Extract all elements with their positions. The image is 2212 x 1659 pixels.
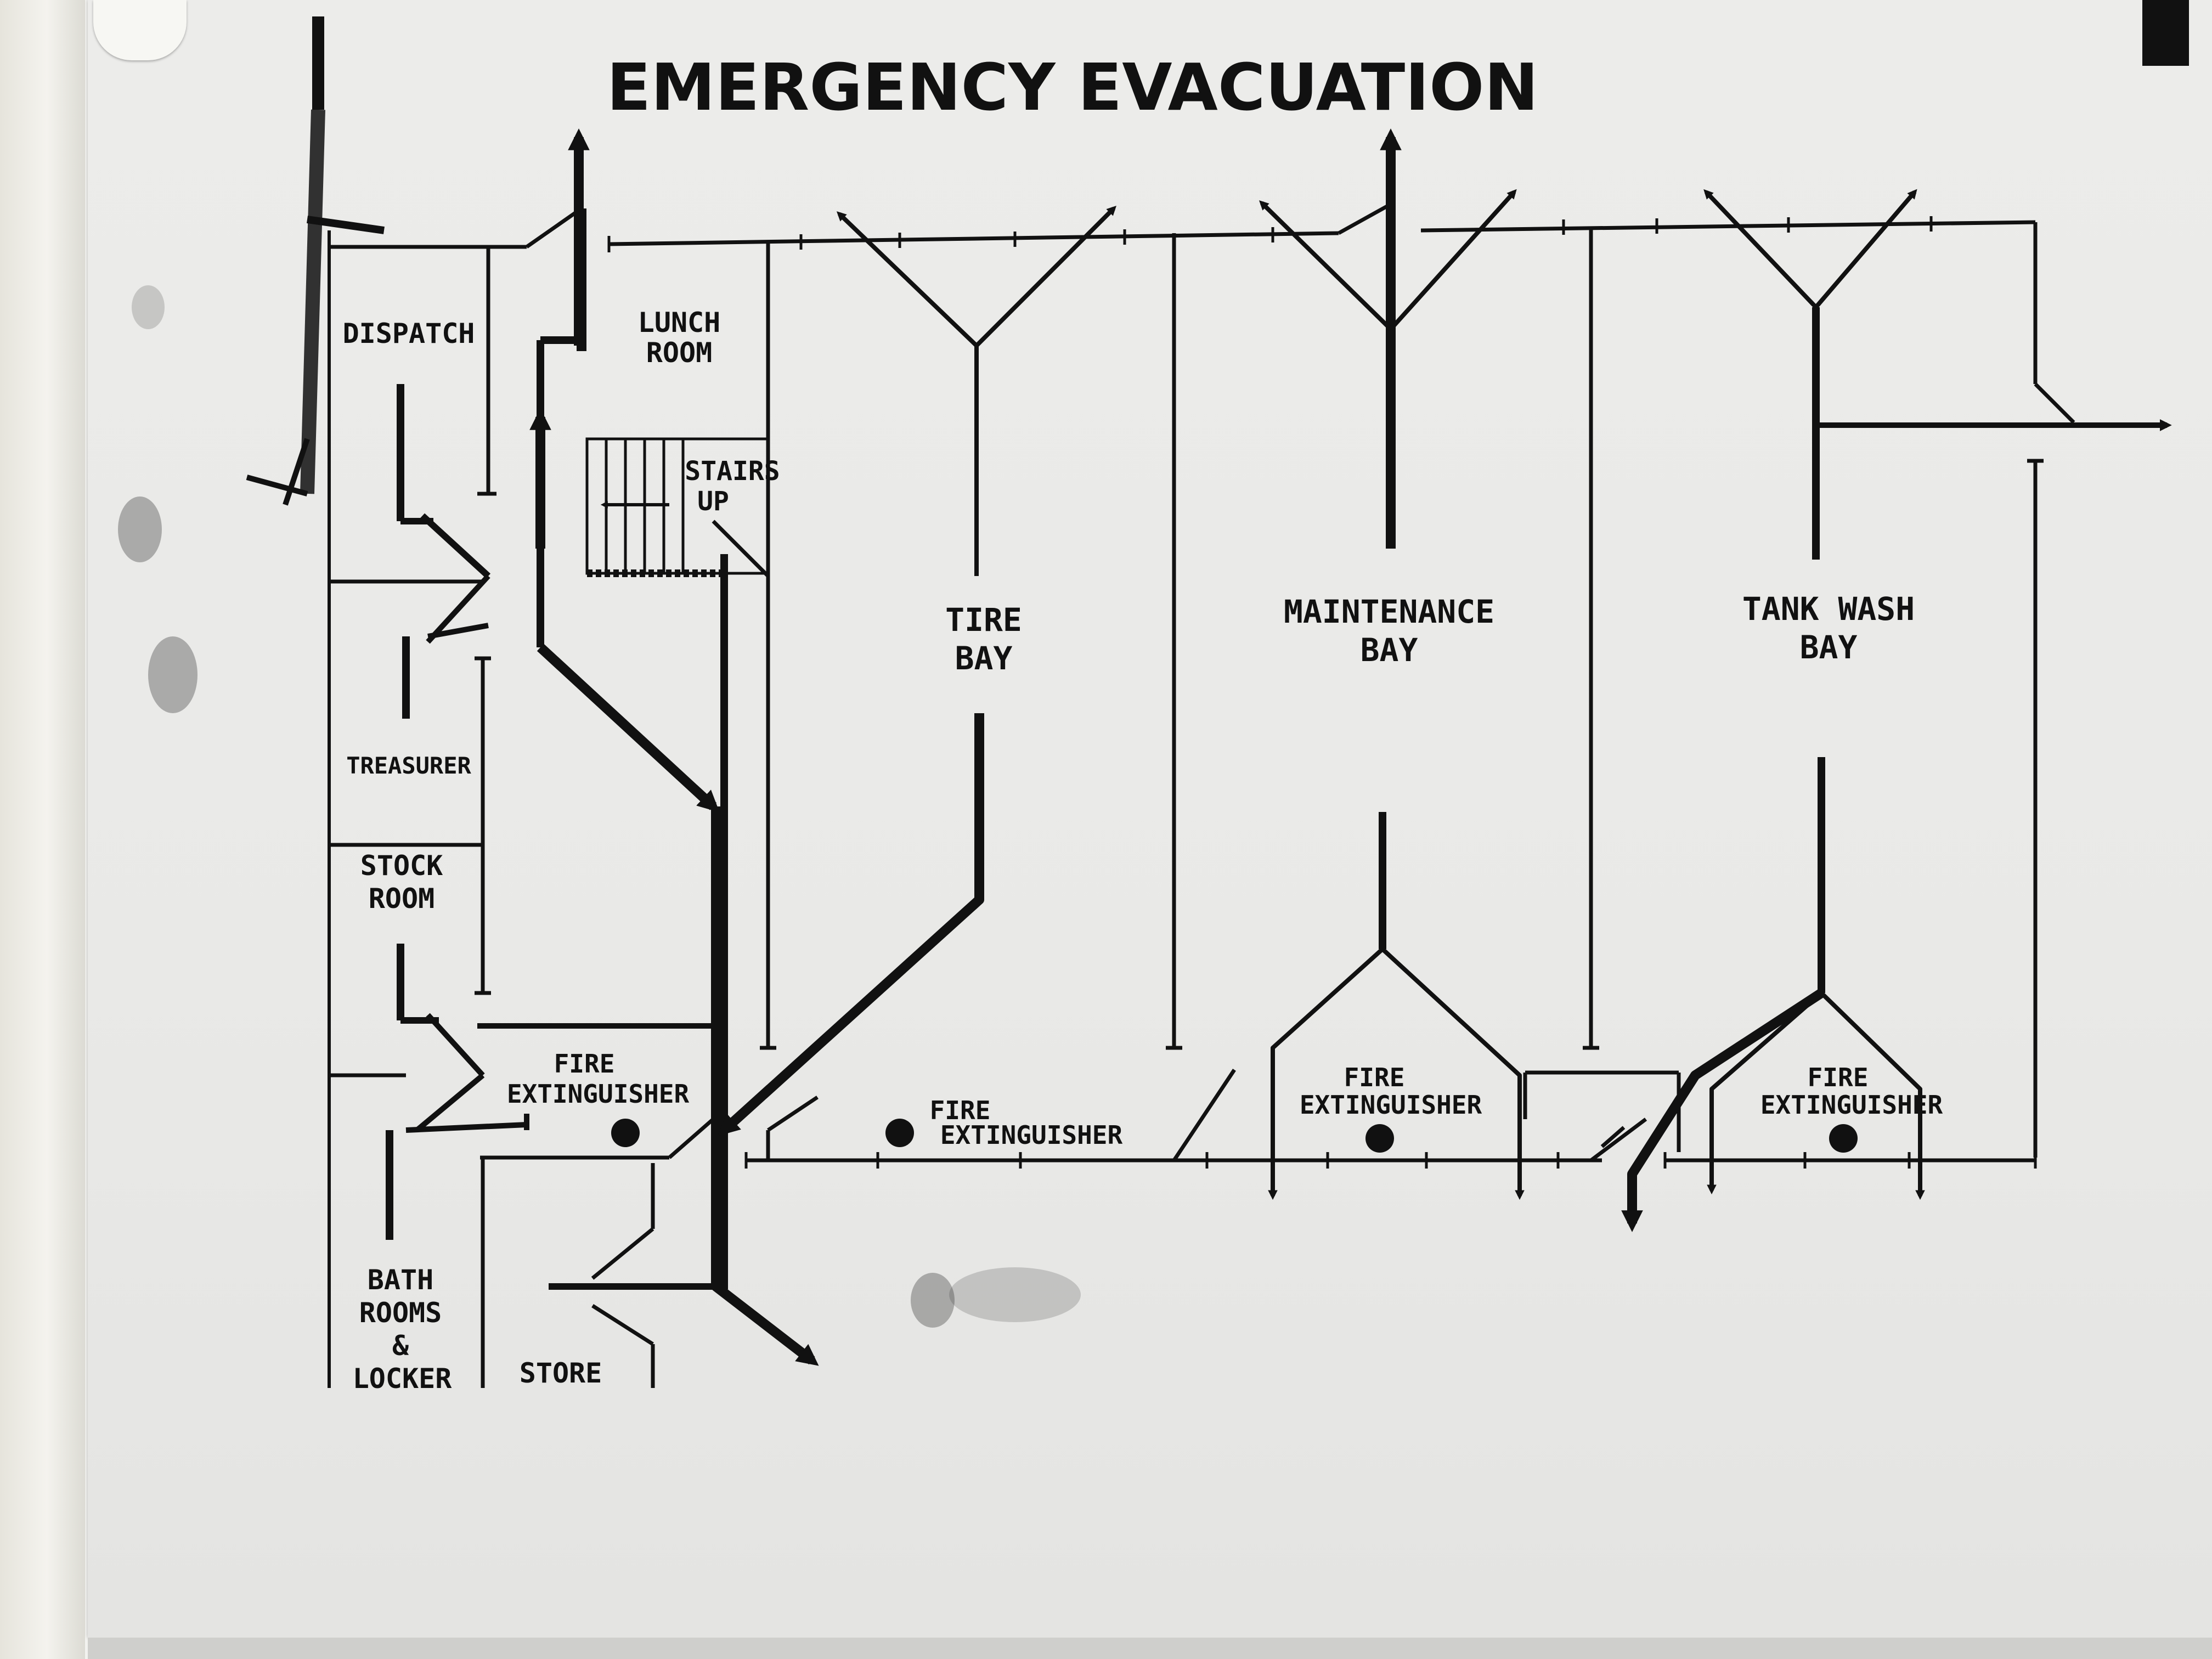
ext2-extinguisher: EXTINGUISHER [940,1120,1123,1150]
top-wall [607,204,2036,252]
left-wall [246,16,385,1388]
label-maint-1: MAINTENANCE [1284,593,1494,630]
ext4-fire: FIRE [1808,1063,1869,1092]
tape-corner [2142,0,2189,66]
label-maint-2: BAY [1361,631,1418,669]
label-lunch-2: ROOM [646,337,712,369]
label-stairs-1: STAIRS [685,456,780,487]
label-tire-2: BAY [955,640,1013,677]
ext2-fire: FIRE [930,1096,991,1125]
ext4-extinguisher: EXTINGUISHER [1760,1090,1943,1120]
bottom-strip [88,1638,2212,1659]
corridor-walls [720,222,2075,1289]
label-tank-2: BAY [1800,629,1858,666]
page-title: EMERGENCY EVACUATION [607,49,1539,125]
wall-background [0,0,85,1659]
ext3-fire: FIRE [1344,1063,1405,1092]
extinguisher-labels: FIRE EXTINGUISHER FIRE EXTINGUISHER FIRE… [507,1049,1943,1150]
label-stairs-2: UP [697,486,729,517]
fire-extinguisher-icon [885,1119,914,1147]
label-bath-2: ROOMS [359,1297,442,1329]
office-walls [329,207,715,1388]
smudges [118,285,1081,1328]
fire-extinguisher-icon [1365,1124,1394,1153]
evacuation-routes [529,128,2172,1366]
label-bath-4: LOCKER [353,1363,453,1395]
ext1-extinguisher: EXTINGUISHER [507,1079,690,1109]
label-treasurer: TREASURER [346,752,471,779]
ext1-fire: FIRE [554,1049,615,1079]
label-lunch-1: LUNCH [638,307,721,338]
fire-extinguisher-icon [1829,1124,1858,1153]
ext3-extinguisher: EXTINGUISHER [1300,1090,1482,1120]
pushpin-icon [93,0,187,60]
label-stock-2: ROOM [369,883,435,915]
label-tire-1: TIRE [945,601,1022,639]
label-dispatch: DISPATCH [343,318,475,349]
paper-sheet [88,0,2212,1638]
label-bath-1: BATH [368,1264,433,1296]
bottom-wall [744,1069,2037,1169]
fire-extinguishers [611,1119,1858,1153]
room-labels: DISPATCH LUNCH ROOM STAIRS UP TREASURER … [343,307,1915,1395]
label-tank-1: TANK WASH [1742,590,1915,628]
label-bath-3: & [392,1330,409,1362]
label-stock-1: STOCK [360,850,443,882]
fire-extinguisher-icon [611,1119,640,1147]
label-store: STORE [520,1357,602,1389]
